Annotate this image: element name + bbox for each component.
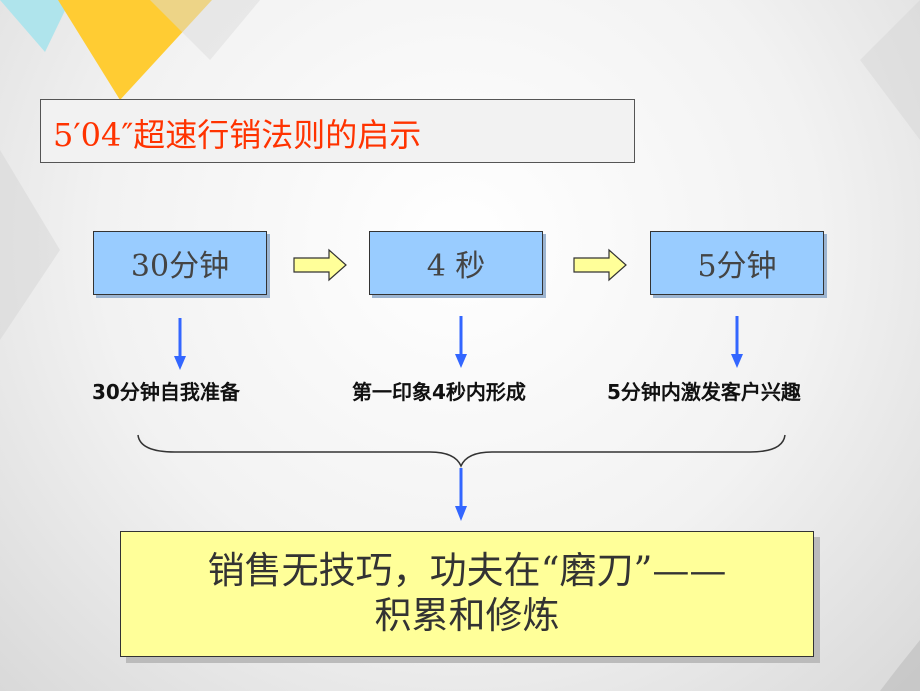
conclusion-box: 销售无技巧，功夫在“磨刀”—— 积累和修炼 xyxy=(120,531,814,657)
conclusion-line-2: 积累和修炼 xyxy=(374,594,560,637)
gray-triangle-top xyxy=(150,0,260,60)
conclusion-line-1: 销售无技巧，功夫在“磨刀”—— xyxy=(207,549,727,592)
step-label-first-impression: 第一印象4秒内形成 xyxy=(352,380,526,404)
down-arrow-icon xyxy=(174,318,186,370)
box-4-seconds: 4 秒 xyxy=(369,231,543,295)
down-arrow-icon xyxy=(455,316,467,368)
title-box: 5′04″超速行销法则的启示 xyxy=(40,99,635,163)
right-arrow-icon xyxy=(573,248,627,282)
step-label-prepare: 30分钟自我准备 xyxy=(92,380,240,404)
step-label-interest: 5分钟内激发客户兴趣 xyxy=(607,380,801,404)
gray-triangle-left xyxy=(0,150,60,340)
box-5-minutes: 5分钟 xyxy=(650,231,824,295)
box-30-minutes: 30分钟 xyxy=(93,231,267,295)
down-arrow-icon xyxy=(731,316,743,368)
gray-triangle-right xyxy=(860,0,920,140)
right-arrow-icon xyxy=(293,248,347,282)
yellow-triangle xyxy=(58,0,212,100)
cyan-triangle xyxy=(0,0,70,52)
page-title: 5′04″超速行销法则的启示 xyxy=(53,116,422,154)
